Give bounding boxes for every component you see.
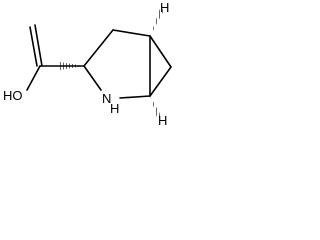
atom-label-nh: H (110, 101, 119, 116)
bond-carbonyl-2 (29, 26, 38, 67)
hashed-wedge-bottom-h (150, 96, 161, 118)
bond-c5-c6 (149, 35, 172, 68)
hashed-wedge-top-h (150, 8, 164, 36)
atom-label-stereo-h-bottom: H (158, 113, 167, 128)
bond-c4-c5 (112, 29, 151, 37)
bond-carbonyl-1 (34, 24, 43, 67)
atom-label-stereo-h-top: H (160, 0, 169, 15)
atom-label-n: N (102, 91, 111, 106)
molecule-structure: HO N H H H (3, 0, 172, 128)
atom-label-ho: HO (3, 88, 23, 103)
bond-n-c3 (83, 65, 102, 91)
hashed-wedge-carboxyl (60, 62, 84, 70)
bond-c3-c4 (83, 29, 114, 67)
bond-c6-c1 (149, 66, 172, 97)
bond-c1-n (119, 95, 151, 99)
bond-c-oh (26, 65, 41, 91)
